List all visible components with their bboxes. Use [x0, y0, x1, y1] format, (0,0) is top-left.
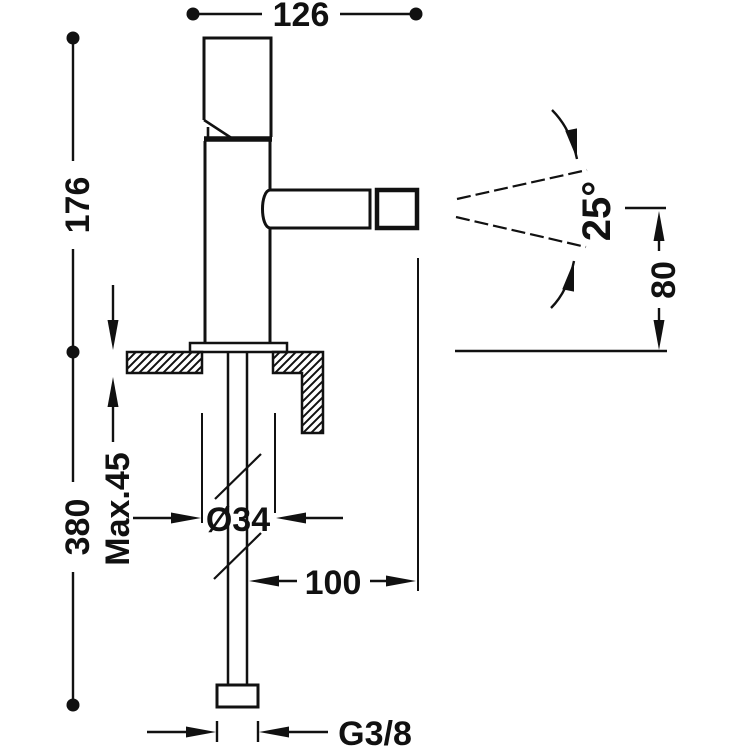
dim-dot — [186, 7, 200, 21]
handle-outline — [202, 36, 273, 137]
dim-25deg-label: 25° — [575, 181, 619, 242]
counter-right-block — [271, 350, 325, 435]
dim-overall-depth: 126 — [186, 0, 423, 34]
dim-100-label: 100 — [305, 564, 362, 602]
dim-80-label: 80 — [645, 261, 683, 299]
spout — [261, 187, 420, 231]
arrow-right — [171, 512, 201, 524]
arrow-up — [653, 211, 665, 241]
dim-380-label: 380 — [59, 499, 97, 556]
connection-nut — [215, 683, 260, 709]
dim-176-label: 176 — [59, 177, 97, 234]
arrow-right — [386, 575, 416, 587]
tick-marks — [215, 721, 260, 742]
arrow-left — [259, 726, 289, 738]
dim-hole-diameter: Ø34 — [133, 413, 343, 539]
handle — [202, 36, 273, 142]
spout-tube — [261, 188, 372, 230]
dim-max-mount-thickness: Max.45 — [99, 285, 137, 566]
angle-line-lower — [455, 215, 587, 249]
arrow-down — [107, 320, 119, 350]
dim-g38-label: G3/8 — [338, 715, 412, 750]
countertop-section — [125, 350, 325, 435]
angle-line-upper — [456, 168, 588, 201]
supply-hose — [226, 352, 249, 685]
faucet-outline — [188, 36, 420, 709]
aerator-tip — [374, 187, 420, 231]
dim-spout-reach: 100 — [249, 258, 419, 602]
dim-dia34-label: Ø34 — [206, 501, 270, 539]
dim-thread-connection: G3/8 — [147, 715, 412, 750]
base-flange — [188, 341, 289, 354]
dim-dot — [66, 345, 80, 359]
counter-left-block — [125, 350, 204, 375]
dim-hose-length: 380 — [59, 358, 97, 712]
arrow-up — [107, 377, 119, 407]
arc-arrow-top — [551, 109, 579, 160]
arrow-right — [186, 726, 216, 738]
hose-break-marks — [213, 453, 262, 580]
arrow-left — [249, 575, 279, 587]
dim-126-label: 126 — [273, 0, 330, 34]
extension-lines — [201, 413, 276, 523]
arrow-left — [276, 512, 306, 524]
dim-dot — [66, 31, 80, 45]
dim-dot — [66, 698, 80, 712]
handle-lever-edge — [203, 118, 234, 141]
dim-body-height: 176 — [59, 31, 97, 359]
arrow-down — [653, 320, 665, 350]
dim-spout-height: 80 — [455, 206, 683, 353]
dim-max45-label: Max.45 — [99, 452, 137, 565]
dim-spout-angle: 25° — [455, 109, 619, 309]
arc-arrow-bottom — [550, 260, 576, 309]
dim-dot — [409, 7, 423, 21]
body — [203, 141, 272, 343]
